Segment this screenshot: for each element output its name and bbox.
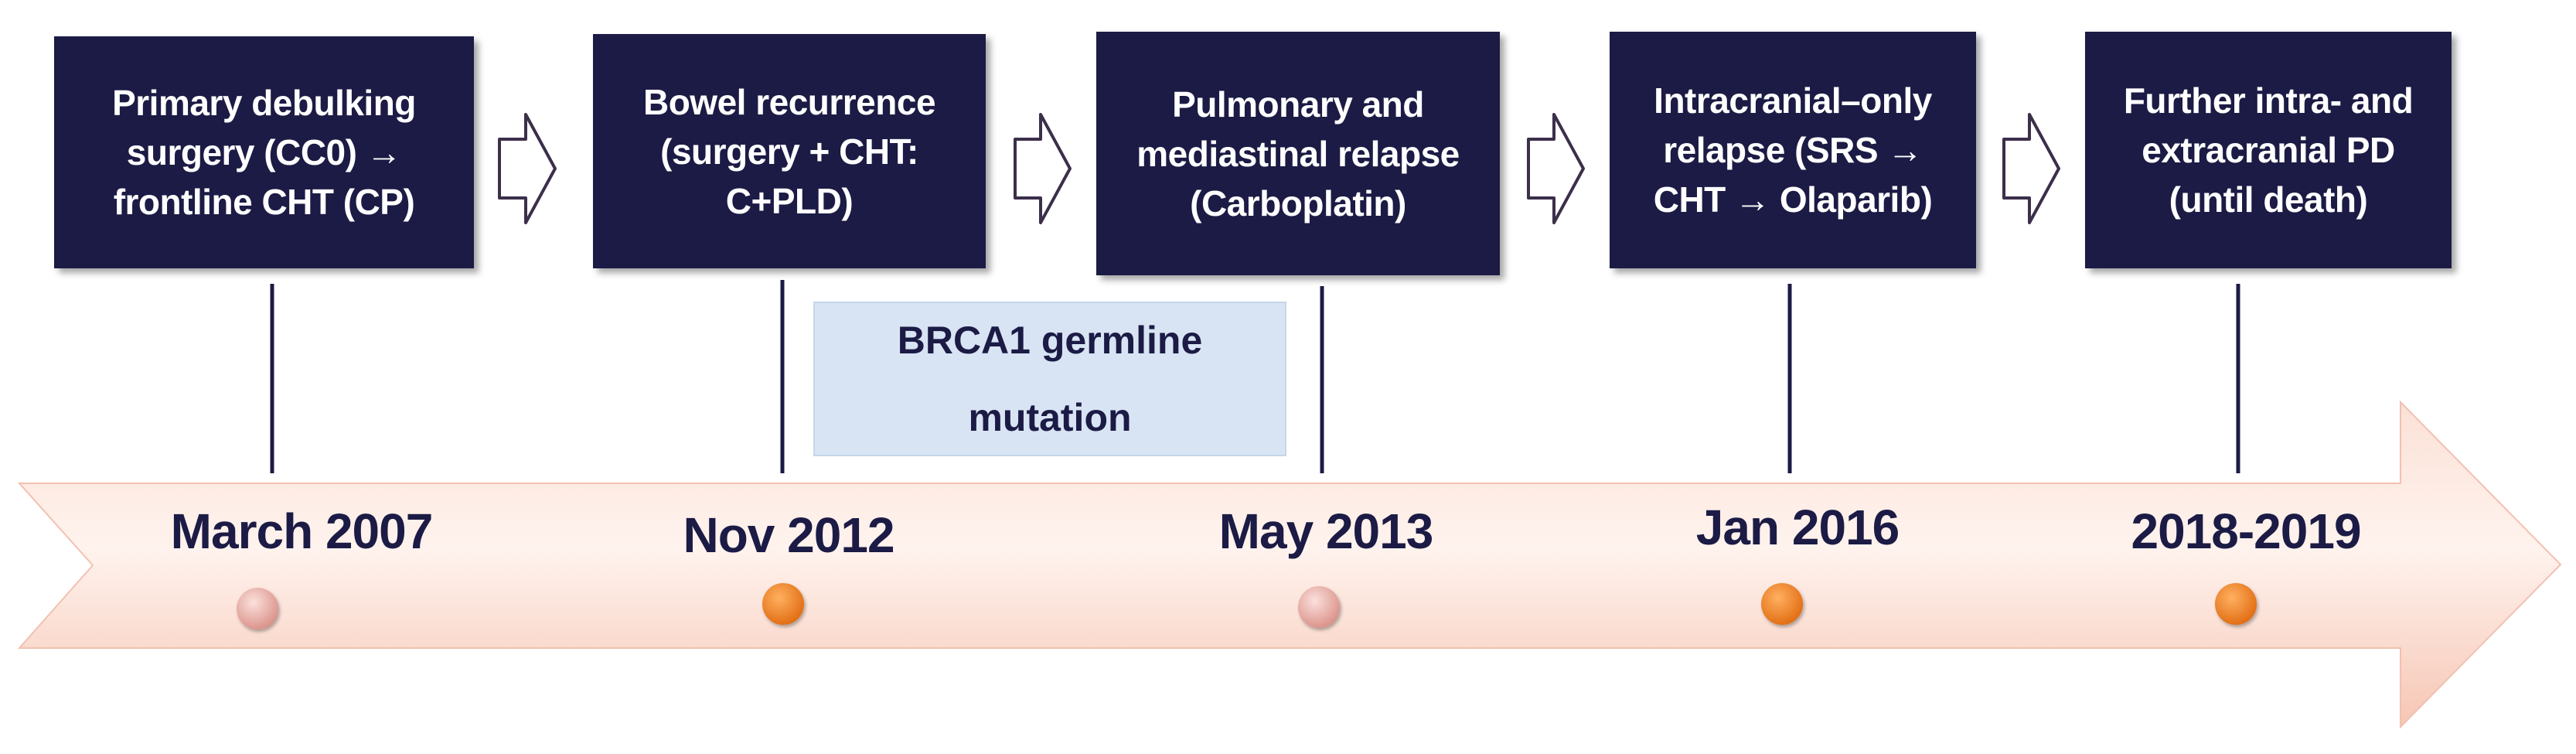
flow-arrow-1 — [498, 113, 557, 224]
event-5-date: 2018-2019 — [2131, 503, 2361, 559]
timeline-marker-2 — [762, 583, 804, 625]
event-1-description: Primary debulking surgery (CC0) → frontl… — [112, 83, 416, 222]
event-2-description: Bowel recurrence (surgery + CHT: C+PLD) — [642, 81, 936, 221]
event-box-5: Further intra- and extracranial PD (unti… — [2085, 32, 2452, 268]
timeline-marker-3 — [1298, 586, 1340, 628]
event-4-date: Jan 2016 — [1695, 500, 1900, 555]
flow-arrow-2 — [1014, 113, 1072, 224]
event-box-4: Intracranial–only relapse (SRS → CHT → O… — [1610, 32, 1976, 268]
brca1-mutation-text: BRCA1 germline mutation — [897, 319, 1203, 439]
event-box-1: Primary debulking surgery (CC0) → frontl… — [54, 36, 474, 268]
timeline-marker-1 — [237, 588, 278, 629]
timeline-markers — [237, 583, 2257, 629]
flow-arrow-4 — [2002, 113, 2060, 224]
brca1-mutation-note: BRCA1 germline mutation — [813, 302, 1286, 456]
flow-arrow-3 — [1527, 113, 1585, 224]
timeline-marker-5 — [2215, 583, 2257, 625]
event-box-3: Pulmonary and mediastinal relapse (Carbo… — [1096, 32, 1500, 275]
timeline-arrow — [17, 400, 2562, 729]
event-5-description: Further intra- and extracranial PD (unti… — [2123, 80, 2414, 220]
timeline-marker-4 — [1761, 583, 1803, 625]
event-box-2: Bowel recurrence (surgery + CHT: C+PLD) — [593, 34, 986, 268]
event-4-description: Intracranial–only relapse (SRS → CHT → O… — [1653, 80, 1933, 220]
event-3-description: Pulmonary and mediastinal relapse (Carbo… — [1136, 84, 1460, 223]
connector-lines — [270, 280, 2240, 473]
flow-arrows — [498, 113, 2060, 224]
event-1-date: March 2007 — [170, 503, 434, 559]
event-2-date: Nov 2012 — [683, 507, 894, 563]
event-3-date: May 2013 — [1218, 503, 1434, 559]
